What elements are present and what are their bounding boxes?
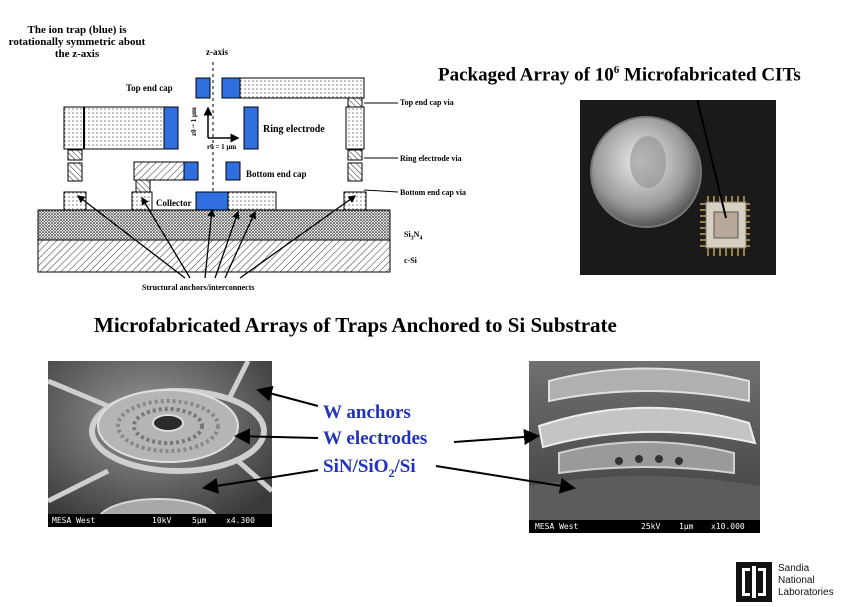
c-si-substrate: [37, 239, 391, 273]
logo-line-1: Sandia: [778, 563, 810, 574]
sem-left-scale: 5µm: [192, 516, 207, 525]
sandia-logo-mark: [736, 562, 772, 602]
logo-line-2: National: [778, 575, 815, 586]
sem-image-right: MESA West 25kV 1µm x10.000: [529, 361, 760, 533]
sin-sio2-si-label: SiN/SiO2/Si: [323, 456, 416, 480]
c-si-label: c-Si: [404, 256, 417, 265]
sem-right-site: MESA West: [535, 522, 579, 531]
sem-left-infobar: MESA West 10kV 5µm x4.300: [48, 514, 272, 527]
top-cap-right-plate: [239, 77, 365, 99]
collector-plate: [227, 191, 277, 211]
sem-left-kv: 10kV: [152, 516, 172, 525]
main-heading: Microfabricated Arrays of Traps Anchored…: [94, 313, 617, 337]
sem-right-kv: 25kV: [641, 522, 661, 531]
top-end-cap-via-label: Top end cap via: [400, 98, 454, 107]
logo-line-3: Laboratories: [778, 587, 834, 598]
ring-left-blue: [163, 106, 179, 150]
trap-electrode-layer: [537, 406, 757, 449]
ion-trap-cross-section-diagram: [37, 62, 399, 279]
sem-left-site: MESA West: [52, 516, 96, 525]
rotational-symmetry-note: The ion trap (blue) is rotationally symm…: [8, 24, 146, 60]
bottom-cap-right-blue: [225, 161, 241, 181]
collector-label: Collector: [156, 198, 192, 208]
ring-electrode-label: Ring electrode: [263, 124, 325, 135]
sem-left-mag: x4.300: [226, 516, 255, 525]
bottom-end-cap-label: Bottom end cap: [246, 169, 307, 179]
photo-arrow: [696, 100, 727, 219]
bottom-end-cap-via-label: Bottom end cap via: [400, 188, 466, 197]
sandia-logo: Sandia National Laboratories: [736, 560, 846, 604]
top-cap-left-small: [195, 77, 211, 99]
sem-right-infobar: MESA West 25kV 1µm x10.000: [529, 520, 760, 533]
sem-right-mag: x10.000: [711, 522, 745, 531]
ring-left-plate: [63, 106, 165, 150]
sem-right-scale: 1µm: [679, 522, 694, 531]
r0-dimension-label: r0 = 1 µm: [207, 143, 237, 151]
top-end-cap-label: Top end cap: [126, 83, 173, 93]
z-axis-label: z-axis: [206, 47, 228, 57]
ring-right-blue: [243, 106, 259, 150]
bottom-cap-left-blue: [183, 161, 199, 181]
packaged-array-title: Packaged Array of 106 Microfabricated CI…: [438, 64, 801, 86]
w-anchors-label: W anchors: [323, 402, 411, 423]
packaged-chip-photo: [580, 100, 776, 275]
anchors-label: Structural anchors/interconnects: [142, 283, 255, 292]
ring-electrode-via-label: Ring electrode via: [400, 154, 462, 163]
w-electrodes-label: W electrodes: [323, 428, 428, 449]
si3n4-label: Si3N4: [404, 230, 423, 242]
